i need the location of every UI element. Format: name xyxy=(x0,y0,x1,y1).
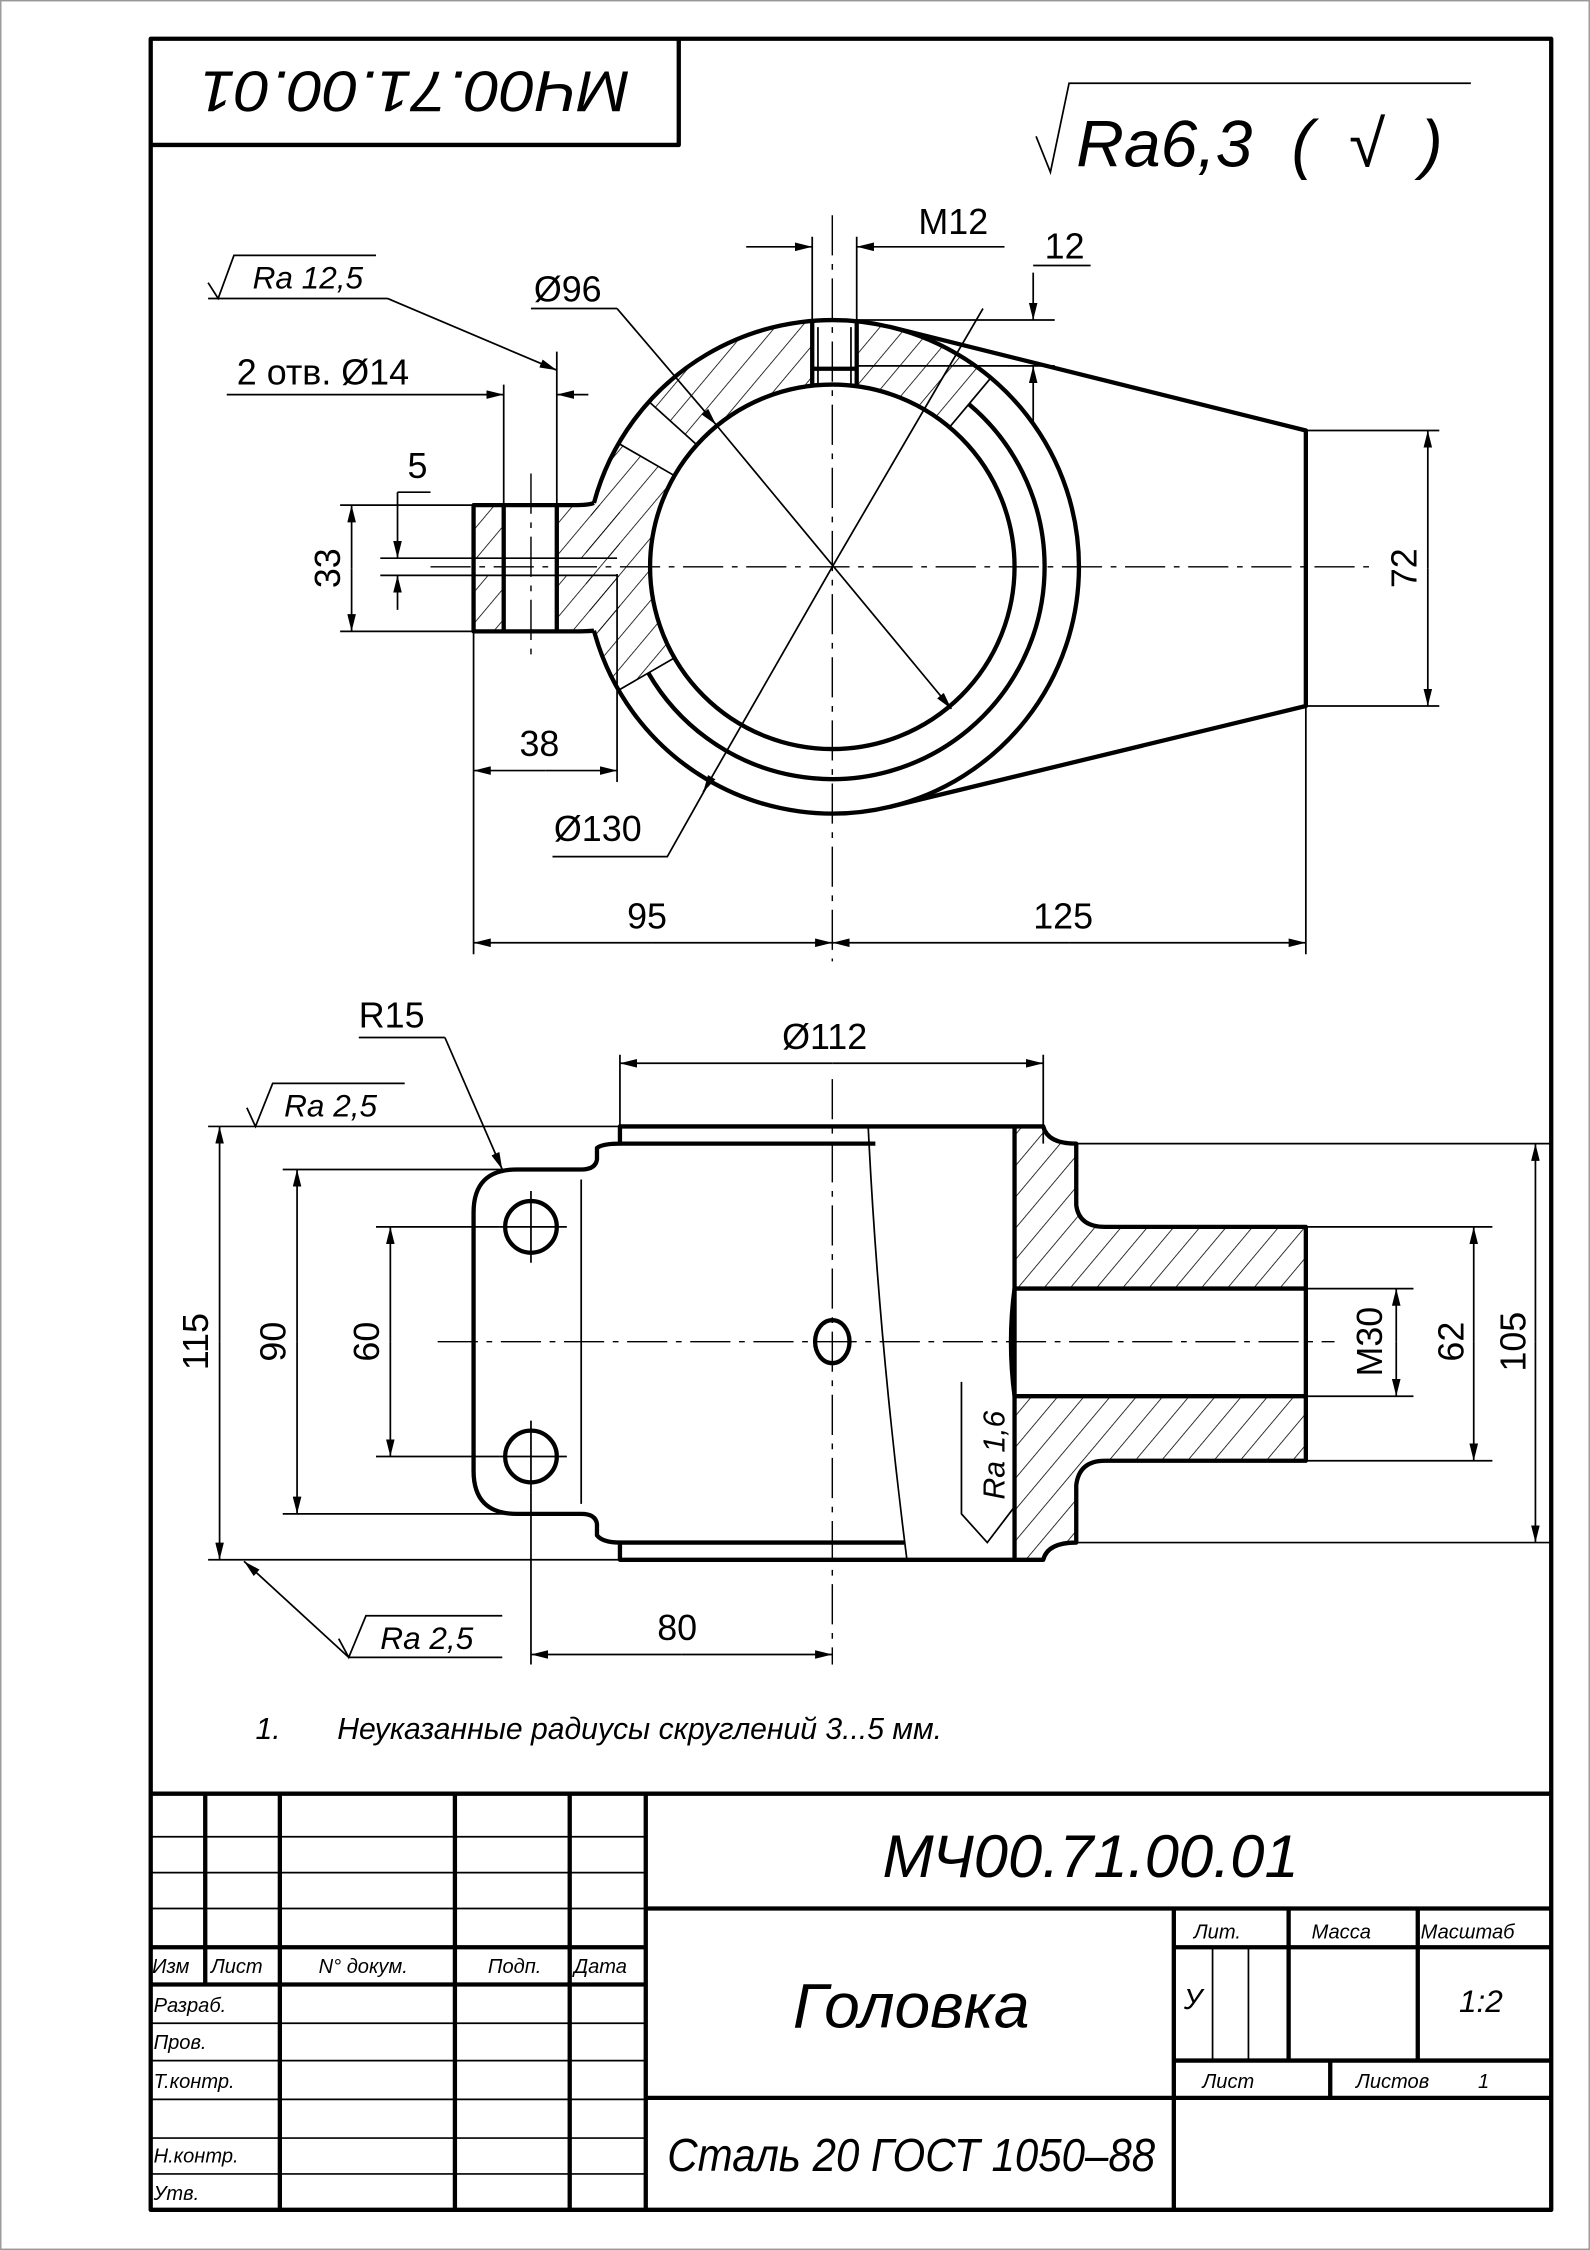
sheets-label: Листов xyxy=(1354,2071,1429,2093)
dimension-slot: 5 xyxy=(380,446,474,610)
dimension-lug-height: 33 xyxy=(308,504,474,633)
dimension-label: 38 xyxy=(519,724,559,764)
drawing-frame xyxy=(148,36,1554,2212)
dimension-label: 5 xyxy=(408,446,428,486)
dimension-fillet-radius: R15 xyxy=(358,995,504,1170)
sheets-count: 1 xyxy=(1478,2071,1489,2093)
general-roughness: Ra6,3 ( √ ) xyxy=(1035,82,1471,180)
dimension-label: R15 xyxy=(359,995,425,1035)
dimension-thread-depth: 12 xyxy=(856,226,1091,424)
dimension-label: 105 xyxy=(1493,1312,1533,1372)
roughness-bottom: Ra 2,5 xyxy=(243,1560,503,1660)
dimension-m12: M12 xyxy=(746,202,1005,320)
doc-number: МЧ00.71.00.01 xyxy=(883,1822,1299,1890)
dimension-label: 2 отв. Ø14 xyxy=(237,353,409,393)
dimension-label: 125 xyxy=(1033,896,1093,936)
roughness-top: Ra 2,5 xyxy=(208,1082,620,1129)
dimension-label: 33 xyxy=(308,548,348,588)
dimension-label: M30 xyxy=(1350,1307,1390,1377)
lit-value: У xyxy=(1183,1984,1205,2016)
dimension-boss-diameter: 62 xyxy=(1305,1226,1493,1462)
role-developer: Разраб. xyxy=(154,1995,227,2017)
dimension-label: 80 xyxy=(657,1608,697,1648)
roughness-holes: Ra 12,5 xyxy=(207,254,558,372)
header-sign: Подп. xyxy=(488,1956,541,1978)
role-approved: Утв. xyxy=(153,2183,200,2205)
dimension-label: Ø130 xyxy=(554,809,642,849)
dimension-label: 90 xyxy=(254,1322,294,1362)
dimension-label: 115 xyxy=(176,1313,216,1370)
dimension-label: Ø96 xyxy=(534,269,602,309)
note-text: Неуказанные радиусы скруглений 3...5 мм. xyxy=(337,1713,942,1746)
general-roughness-suffix: ( √ ) xyxy=(1291,106,1451,180)
dimension-lug-length: 38 xyxy=(472,573,618,955)
dimension-label: M12 xyxy=(918,202,988,242)
dimension-outer-diameter: Ø130 xyxy=(552,308,984,858)
lit-label: Лит. xyxy=(1192,1922,1241,1944)
scale-value: 1:2 xyxy=(1459,1983,1503,2019)
part-outline-top xyxy=(591,317,1308,816)
header-doc: N° докум. xyxy=(319,1956,408,1978)
general-roughness-value: Ra6,3 xyxy=(1076,106,1252,180)
dimension-label: Ra 12,5 xyxy=(253,259,364,295)
dimension-label: Ra 2,5 xyxy=(380,1620,473,1656)
header-list: Лист xyxy=(209,1956,263,1978)
role-checker: Пров. xyxy=(154,2032,207,2054)
dimension-label: Ø112 xyxy=(782,1017,867,1057)
note-number: 1. xyxy=(255,1713,280,1746)
section-hatch-boss xyxy=(1011,1126,1306,1560)
dimension-label: 72 xyxy=(1384,548,1424,588)
sheet-label: Лист xyxy=(1201,2071,1255,2093)
role-norm-control: Н.контр. xyxy=(154,2145,239,2167)
dimension-length: 95 125 xyxy=(473,705,1307,955)
header-date: Дата xyxy=(572,1956,627,1978)
dimension-bore-diameter: Ø96 xyxy=(530,269,953,710)
front-view: Ø112 R15 Ra 2,5 115 90 60 xyxy=(176,995,1550,1665)
dimension-hole-spacing: 60 xyxy=(347,1226,500,1458)
rotated-doc-number: МЧ00.71.00.01 xyxy=(199,59,629,123)
dimension-label: 95 xyxy=(627,896,667,936)
dimension-label: 62 xyxy=(1432,1322,1472,1362)
dimension-total-height: 115 xyxy=(176,1126,1015,1561)
dimension-boss-height: 72 xyxy=(1305,429,1440,707)
dimension-bore-thread: M30 xyxy=(1305,1287,1414,1398)
roughness-icon xyxy=(1035,82,1471,176)
part-outline-front xyxy=(471,1124,1308,1562)
header-izm: Изм xyxy=(152,1956,189,1978)
top-view: M12 12 Ø96 Ø130 Ra 12,5 xyxy=(207,202,1440,962)
title-block: Изм Лист N° докум. Подп. Дата Разраб. Пр… xyxy=(150,1791,1552,2210)
material: Сталь 20 ГОСТ 1050–88 xyxy=(667,2129,1155,2181)
dimension-face-height: 105 xyxy=(1076,1142,1550,1544)
rotated-doc-number-box: МЧ00.71.00.01 xyxy=(150,38,681,148)
technical-notes: 1. Неуказанные радиусы скруглений 3...5 … xyxy=(255,1713,942,1746)
dimension-label: Ra 2,5 xyxy=(284,1087,377,1123)
dimension-label: 60 xyxy=(347,1322,387,1362)
role-tech-control: Т.контр. xyxy=(154,2071,235,2093)
part-name: Головка xyxy=(793,1972,1030,2042)
dimension-hole-offset: 80 xyxy=(530,1492,833,1665)
dimension-label: 12 xyxy=(1045,226,1085,266)
dimension-ring-diameter: Ø112 xyxy=(619,1017,1045,1144)
dimension-flange-height: 90 xyxy=(254,1168,510,1515)
mass-label: Масса xyxy=(1312,1922,1371,1944)
dimension-label: Ra 1,6 xyxy=(979,1411,1012,1500)
scale-label: Масштаб xyxy=(1421,1922,1515,1944)
dimension-holes: 2 отв. Ø14 xyxy=(226,351,589,506)
roughness-bore: Ra 1,6 xyxy=(960,1381,1016,1544)
